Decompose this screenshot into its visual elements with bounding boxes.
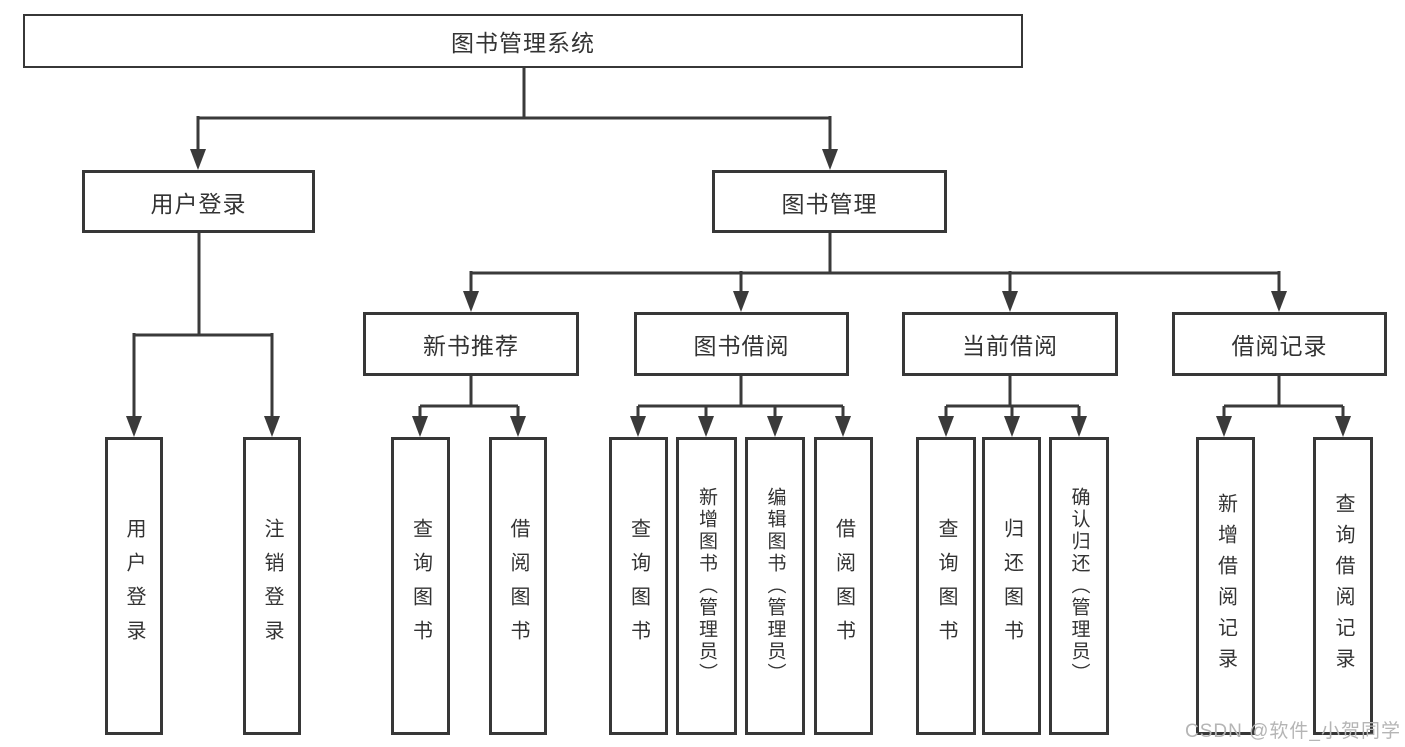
leaf-label: 查询图书 <box>409 518 432 654</box>
connector-newbook-to-leaves <box>412 375 526 437</box>
node-label: 图书管理 <box>781 190 878 217</box>
csdn-watermark: CSDN @软件_小贺同学 <box>1185 721 1401 742</box>
leaf-query-books-recommend: 查询图书 <box>391 437 450 735</box>
node-new-book-recommend: 新书推荐 <box>363 312 579 376</box>
node-book-borrowing: 图书借阅 <box>634 312 849 376</box>
node-label: 借阅记录 <box>1231 333 1328 359</box>
leaf-user-login: 用户登录 <box>105 437 163 735</box>
node-label: 新书推荐 <box>423 333 519 359</box>
leaf-query-borrow-record: 查询借阅记录 <box>1313 437 1373 735</box>
connector-current-to-leaves <box>938 375 1087 437</box>
node-book-management: 图书管理 <box>712 170 947 233</box>
leaf-label: 确认归还（管理员） <box>1068 487 1090 685</box>
leaf-return-books: 归还图书 <box>982 437 1041 735</box>
leaf-label: 借阅图书 <box>507 518 529 654</box>
connector-root-to-level2 <box>190 67 838 170</box>
leaf-query-books-borrowing: 查询图书 <box>609 437 668 735</box>
leaf-label: 新增图书（管理员） <box>696 487 717 685</box>
node-label: 图书管理系统 <box>451 30 595 56</box>
leaf-query-books-current: 查询图书 <box>916 437 976 735</box>
leaf-add-book-admin: 新增图书（管理员） <box>676 437 737 735</box>
leaf-label: 查询图书 <box>627 518 650 654</box>
leaf-label: 查询借阅记录 <box>1332 493 1354 679</box>
leaf-add-borrow-record: 新增借阅记录 <box>1196 437 1255 735</box>
leaf-borrow-books-recommend: 借阅图书 <box>489 437 547 735</box>
node-borrowing-records: 借阅记录 <box>1172 312 1387 376</box>
connector-borrow-to-leaves <box>630 375 851 437</box>
node-label: 当前借阅 <box>962 333 1058 359</box>
leaf-label: 借阅图书 <box>832 518 855 654</box>
connector-records-to-leaves <box>1216 375 1351 437</box>
connector-login-to-leaves <box>126 232 280 437</box>
leaf-label: 归还图书 <box>1000 518 1023 654</box>
node-label: 用户登录 <box>150 190 247 217</box>
leaf-logout: 注销登录 <box>243 437 301 735</box>
leaf-label: 查询图书 <box>935 518 957 654</box>
leaf-label: 注销登录 <box>261 518 283 654</box>
leaf-label: 新增借阅记录 <box>1214 493 1237 679</box>
connector-management-to-level3 <box>463 232 1287 312</box>
node-user-login: 用户登录 <box>82 170 315 233</box>
node-label: 图书借阅 <box>693 333 790 359</box>
leaf-label: 用户登录 <box>123 518 145 654</box>
node-current-borrowing: 当前借阅 <box>902 312 1118 376</box>
node-library-system: 图书管理系统 <box>23 14 1023 68</box>
leaf-borrow-books-borrowing: 借阅图书 <box>814 437 873 735</box>
leaf-label: 编辑图书（管理员） <box>764 487 786 685</box>
leaf-edit-book-admin: 编辑图书（管理员） <box>745 437 805 735</box>
leaf-confirm-return-admin: 确认归还（管理员） <box>1049 437 1109 735</box>
